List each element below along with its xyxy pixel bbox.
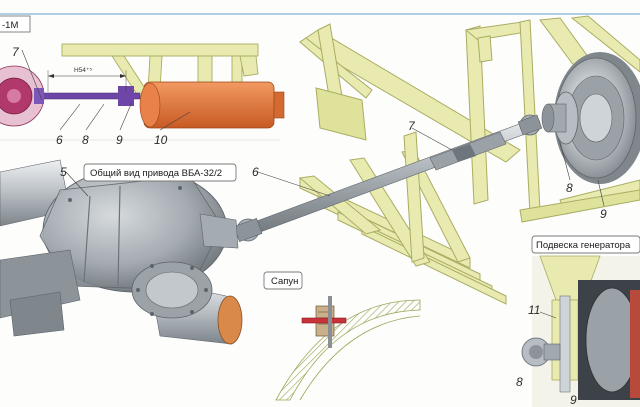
leader-lines bbox=[21, 49, 605, 319]
callout-8-main: 8 bbox=[566, 181, 573, 195]
generator bbox=[541, 52, 640, 184]
callout-11: 11 bbox=[528, 303, 540, 317]
callout-7-inset: 7 bbox=[12, 45, 20, 59]
general-view-label: Общий вид привода ВБА-32/2 bbox=[90, 168, 222, 179]
callout-5: 5 bbox=[60, 165, 67, 179]
breather-detail bbox=[275, 296, 421, 401]
generator-mount-label-box bbox=[531, 235, 640, 254]
callout-8-inset: 8 bbox=[82, 133, 89, 147]
callout-6-main: 6 bbox=[252, 165, 259, 179]
generator-mount-label: Подвеска генератора bbox=[536, 240, 631, 251]
general-view-label-box bbox=[83, 163, 237, 182]
callout-10: 10 bbox=[154, 133, 168, 147]
inset-title: -1M bbox=[2, 20, 18, 31]
inset-drive-schematic: H54⁺⁵ bbox=[0, 43, 285, 141]
callout-9-main: 9 bbox=[600, 207, 607, 221]
axle-gearbox bbox=[0, 159, 243, 345]
cardan-shaft bbox=[233, 114, 543, 243]
dimension-label: H54⁺⁵ bbox=[74, 67, 92, 74]
callout-6-inset: 6 bbox=[56, 133, 63, 147]
breather-label-box bbox=[263, 271, 303, 290]
callout-7-main: 7 bbox=[408, 119, 416, 133]
callout-9-inset: 9 bbox=[116, 133, 123, 147]
inset-title-box bbox=[0, 15, 31, 33]
callout-8-detail: 8 bbox=[516, 375, 523, 389]
generator-mount-detail bbox=[521, 255, 640, 407]
breather-label: Сапун bbox=[271, 276, 298, 287]
callout-9-detail: 9 bbox=[570, 393, 577, 407]
